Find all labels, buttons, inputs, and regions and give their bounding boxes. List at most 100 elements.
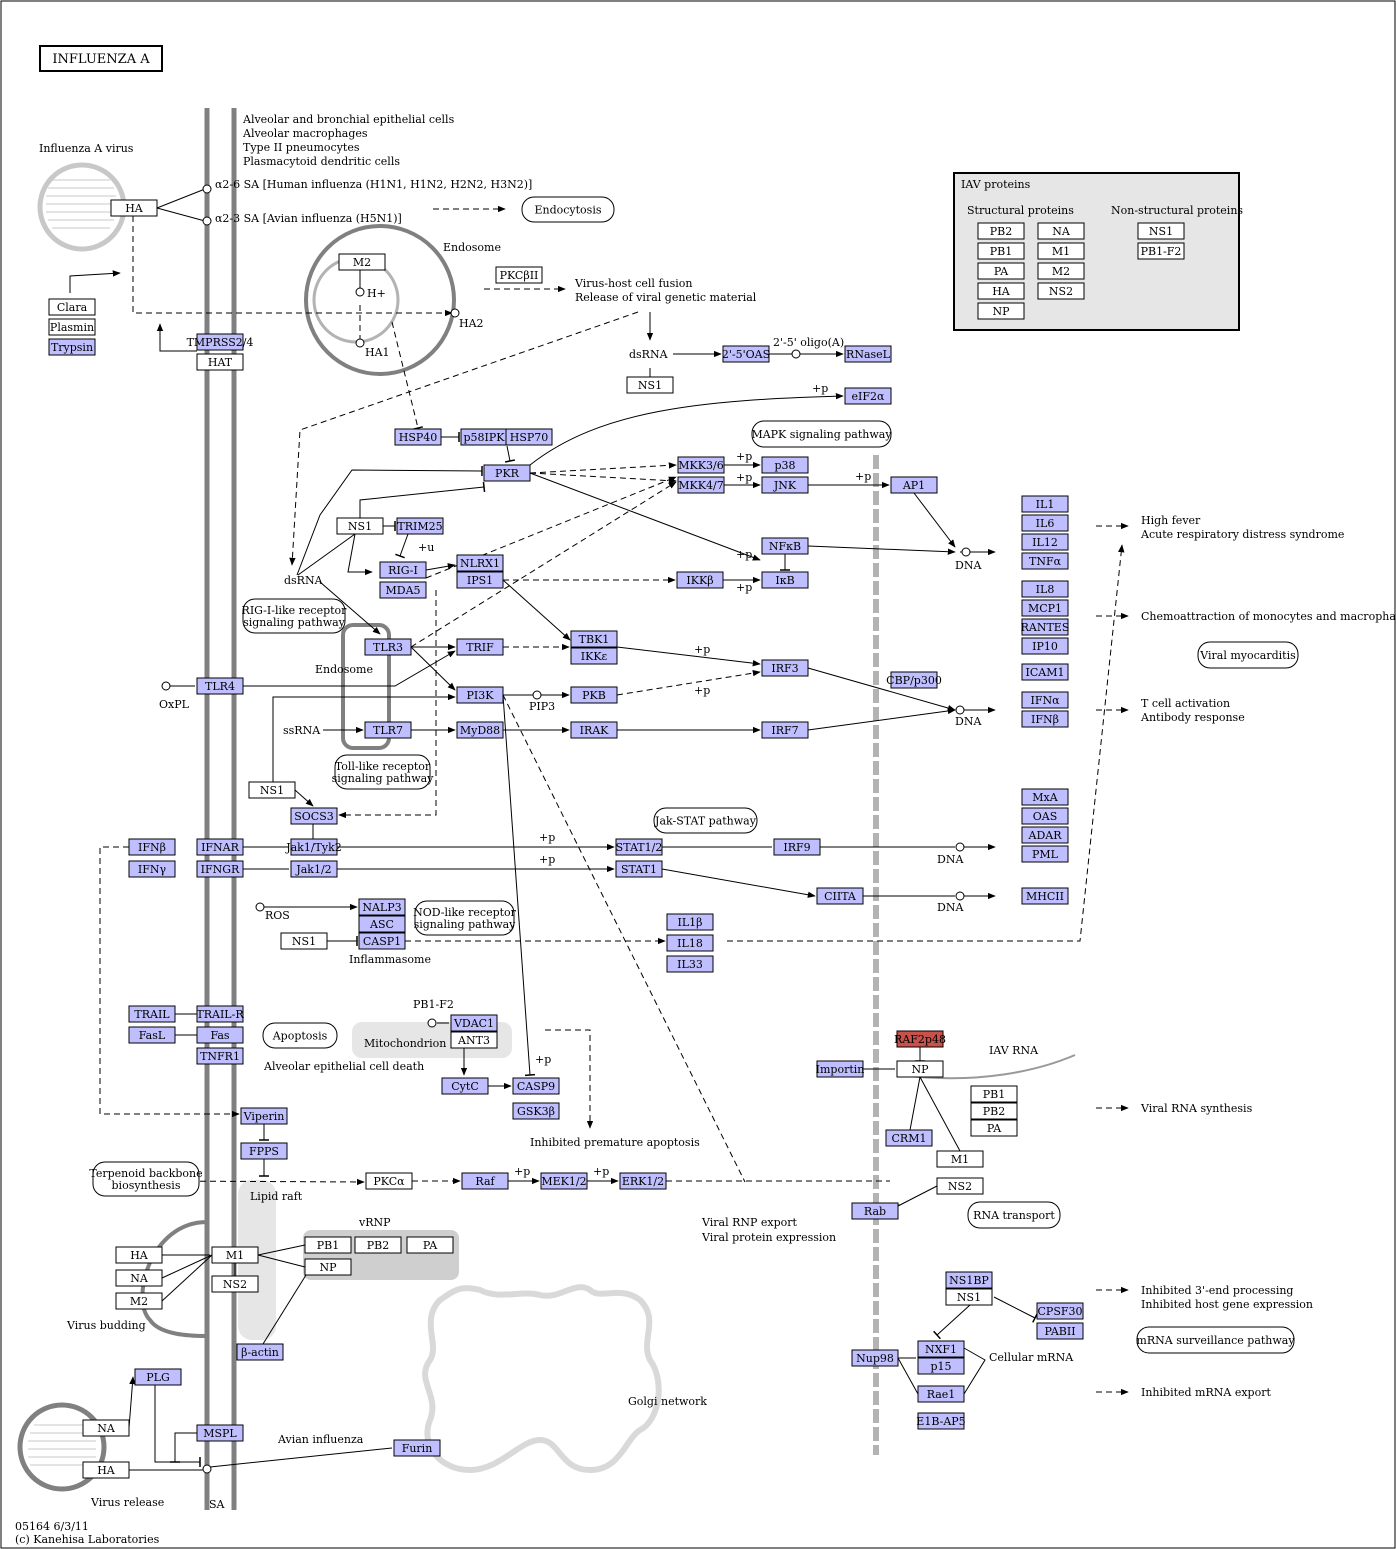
pathway-viral-myo[interactable]: Viral myocarditis: [1197, 641, 1299, 669]
node-plasmin[interactable]: Plasmin: [48, 318, 96, 336]
node-ha-r[interactable]: HA: [82, 1461, 130, 1479]
node-oas[interactable]: OAS: [1021, 807, 1069, 825]
node-stat1[interactable]: STAT1: [615, 860, 663, 878]
node-eif2a[interactable]: eIF2α: [844, 387, 892, 405]
node-nfkb[interactable]: NFκB: [761, 537, 809, 555]
node-crm1[interactable]: CRM1: [885, 1129, 933, 1147]
node-irf3[interactable]: IRF3: [761, 659, 809, 677]
node-ciita[interactable]: CIITA: [816, 887, 864, 905]
node-ifng-l[interactable]: IFNγ: [128, 860, 176, 878]
node-gsk3b[interactable]: GSK3β: [512, 1102, 560, 1120]
node-il6[interactable]: IL6: [1021, 514, 1069, 532]
node-il33[interactable]: IL33: [666, 955, 714, 973]
node-mspl[interactable]: MSPL: [196, 1424, 244, 1442]
node-mxa[interactable]: MxA: [1021, 788, 1069, 806]
node-pa-v[interactable]: PA: [406, 1236, 454, 1254]
node-rantes[interactable]: RANTES: [1021, 618, 1070, 636]
node-ifna[interactable]: IFNα: [1021, 691, 1069, 709]
node-ifngr[interactable]: IFNGR: [196, 860, 244, 878]
node-jak12[interactable]: Jak1/2: [290, 860, 338, 878]
node-erk12[interactable]: ERK1/2: [619, 1172, 667, 1190]
node-mda5[interactable]: MDA5: [379, 581, 427, 599]
pathway-endocytosis[interactable]: Endocytosis: [521, 196, 615, 223]
node-np-nuc[interactable]: NP: [896, 1060, 944, 1078]
node-pkr[interactable]: PKR: [483, 464, 531, 482]
node-casp9[interactable]: CASP9: [512, 1077, 560, 1095]
node-na-r[interactable]: NA: [82, 1419, 130, 1437]
node-casp1[interactable]: CASP1: [358, 932, 406, 950]
node-mcp1[interactable]: MCP1: [1021, 599, 1069, 617]
node-ns1-a[interactable]: NS1: [626, 376, 674, 394]
node-tmprss2[interactable]: TMPRSS2/4: [187, 333, 254, 351]
node-pb1-n[interactable]: PB1: [970, 1085, 1018, 1103]
node-ns2-b[interactable]: NS2: [211, 1275, 259, 1293]
node-raf2p48[interactable]: RAF2p48: [894, 1030, 946, 1048]
node-cytc[interactable]: CytC: [441, 1077, 489, 1095]
node-ns1-bp[interactable]: NS1: [945, 1288, 993, 1306]
node-np-v[interactable]: NP: [304, 1258, 352, 1276]
node-ap1[interactable]: AP1: [890, 476, 938, 494]
node-furin[interactable]: Furin: [393, 1439, 441, 1457]
node-pkcb[interactable]: PKCβII: [495, 266, 543, 284]
node-nup98[interactable]: Nup98: [851, 1349, 899, 1367]
node-plg[interactable]: PLG: [134, 1368, 182, 1386]
node-e1bap5[interactable]: E1B-AP5: [916, 1412, 966, 1430]
node-viperin[interactable]: Viperin: [240, 1107, 288, 1125]
node-pkb[interactable]: PKB: [570, 686, 618, 704]
node-ip10[interactable]: IP10: [1021, 637, 1069, 655]
node-ns1-c[interactable]: NS1: [248, 781, 296, 799]
node-tnfr1[interactable]: TNFR1: [196, 1047, 244, 1065]
node-irak[interactable]: IRAK: [570, 721, 618, 739]
node-icam1[interactable]: ICAM1: [1021, 663, 1069, 681]
node-rab[interactable]: Rab: [851, 1202, 899, 1220]
node-p2oas[interactable]: 2'-5'OAS: [722, 345, 770, 363]
node-tbk1[interactable]: TBK1: [570, 630, 618, 648]
node-na-b[interactable]: NA: [115, 1269, 163, 1287]
node-pb2-v[interactable]: PB2: [354, 1236, 402, 1254]
node-asc[interactable]: ASC: [358, 915, 406, 933]
node-jnk[interactable]: JNK: [761, 476, 809, 494]
node-tnfa[interactable]: TNFα: [1021, 552, 1069, 570]
node-trim25[interactable]: TRIM25: [396, 517, 444, 535]
pathway-jakstat[interactable]: Jak-STAT pathway: [653, 807, 758, 834]
pathway-apoptosis[interactable]: Apoptosis: [262, 1022, 338, 1049]
node-nalp3[interactable]: NALP3: [358, 898, 406, 916]
node-ifnar[interactable]: IFNAR: [196, 838, 244, 856]
node-il18[interactable]: IL18: [666, 934, 714, 952]
node-raf[interactable]: Raf: [461, 1172, 509, 1190]
node-m1-n[interactable]: M1: [936, 1150, 984, 1168]
node-p58ipk[interactable]: p58IPK: [460, 428, 508, 446]
node-pi3k[interactable]: PI3K: [456, 686, 504, 704]
node-socs3[interactable]: SOCS3: [290, 807, 338, 825]
node-ha-top[interactable]: HA: [110, 199, 158, 217]
pathway-mrna-surv[interactable]: mRNA surveillance pathway: [1136, 1326, 1295, 1354]
node-p15[interactable]: p15: [917, 1357, 965, 1375]
node-hsp40[interactable]: HSP40: [394, 428, 442, 446]
node-myd88[interactable]: MyD88: [456, 721, 504, 739]
node-ips1[interactable]: IPS1: [456, 571, 504, 589]
node-fasl[interactable]: FasL: [128, 1026, 176, 1044]
node-cbp[interactable]: CBP/p300: [886, 671, 942, 689]
node-mek12[interactable]: MEK1/2: [540, 1172, 588, 1190]
node-trail[interactable]: TRAIL: [128, 1005, 176, 1023]
node-trypsin[interactable]: Trypsin: [48, 338, 96, 356]
node-trailr[interactable]: TRAIL-R: [196, 1005, 244, 1023]
node-ns1bp[interactable]: NS1BP: [945, 1271, 993, 1289]
node-il1[interactable]: IL1: [1021, 495, 1069, 513]
node-ha-b[interactable]: HA: [115, 1246, 163, 1264]
node-stat12[interactable]: STAT1/2: [615, 838, 663, 856]
node-rnasel[interactable]: RNaseL: [844, 345, 892, 363]
node-hsp70[interactable]: HSP70: [505, 428, 553, 446]
node-ifnb-l[interactable]: IFNβ: [128, 838, 176, 856]
node-clara[interactable]: Clara: [48, 298, 96, 316]
node-ns1-d[interactable]: NS1: [280, 932, 328, 950]
node-tlr7[interactable]: TLR7: [364, 721, 412, 739]
node-vdac1[interactable]: VDAC1: [450, 1014, 498, 1032]
node-irf9[interactable]: IRF9: [773, 838, 821, 856]
node-ant3[interactable]: ANT3: [450, 1031, 498, 1049]
node-ns1-b[interactable]: NS1: [336, 517, 384, 535]
node-pa-n[interactable]: PA: [970, 1119, 1018, 1137]
